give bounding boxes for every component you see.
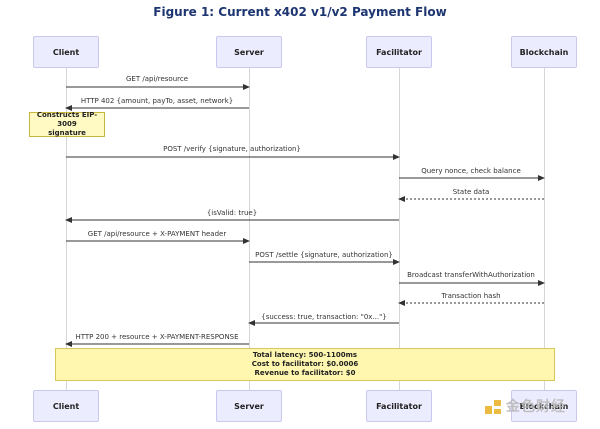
lifeline-blockchain: [544, 68, 545, 390]
actor-server-bottom: Server: [216, 390, 282, 422]
figure-title: Figure 1: Current x402 v1/v2 Payment Flo…: [153, 5, 447, 19]
actor-client-top: Client: [33, 36, 99, 68]
note-line: Constructs EIP-3009: [36, 111, 98, 128]
message-label: {isValid: true}: [206, 209, 258, 217]
message-label: POST /verify {signature, authorization}: [163, 145, 301, 153]
actor-server-top: Server: [216, 36, 282, 68]
actor-blockchain-bottom: Blockchain: [511, 390, 577, 422]
message-label: State data: [452, 188, 490, 196]
message-label: {success: true, transaction: "0x..."}: [261, 313, 387, 321]
actor-client-bottom: Client: [33, 390, 99, 422]
lifeline-server: [249, 68, 250, 390]
lifeline-facilitator: [399, 68, 400, 390]
message-label: HTTP 402 {amount, payTo, asset, network}: [80, 97, 234, 105]
message-label: Transaction hash: [441, 292, 501, 300]
message-label: POST /settle {signature, authorization}: [255, 251, 393, 259]
message-label: Broadcast transferWithAuthorization: [407, 271, 535, 279]
summary-revenue: Revenue to facilitator: $0: [254, 369, 356, 377]
summary-latency: Total latency: 500-1100ms: [252, 351, 358, 359]
actor-facilitator-bottom: Facilitator: [366, 390, 432, 422]
message-label: Query nonce, check balance: [421, 167, 521, 175]
message-label: GET /api/resource + X-PAYMENT header: [87, 230, 227, 238]
message-label: HTTP 200 + resource + X-PAYMENT-RESPONSE: [75, 333, 239, 341]
actor-facilitator-top: Facilitator: [366, 36, 432, 68]
watermark-text: 金色财经: [506, 399, 566, 415]
note-line: signature: [48, 129, 86, 137]
actor-blockchain-top: Blockchain: [511, 36, 577, 68]
watermark-logo-icon: [484, 397, 502, 415]
lifeline-client: [66, 68, 67, 390]
summary-cost: Cost to facilitator: $0.0006: [251, 360, 359, 368]
note-summary: Total latency: 500-1100ms Cost to facili…: [55, 348, 555, 381]
message-label: GET /api/resource: [125, 75, 189, 83]
watermark: 金色财经: [484, 394, 594, 418]
note-eip-3009: Constructs EIP-3009 signature: [29, 111, 105, 137]
